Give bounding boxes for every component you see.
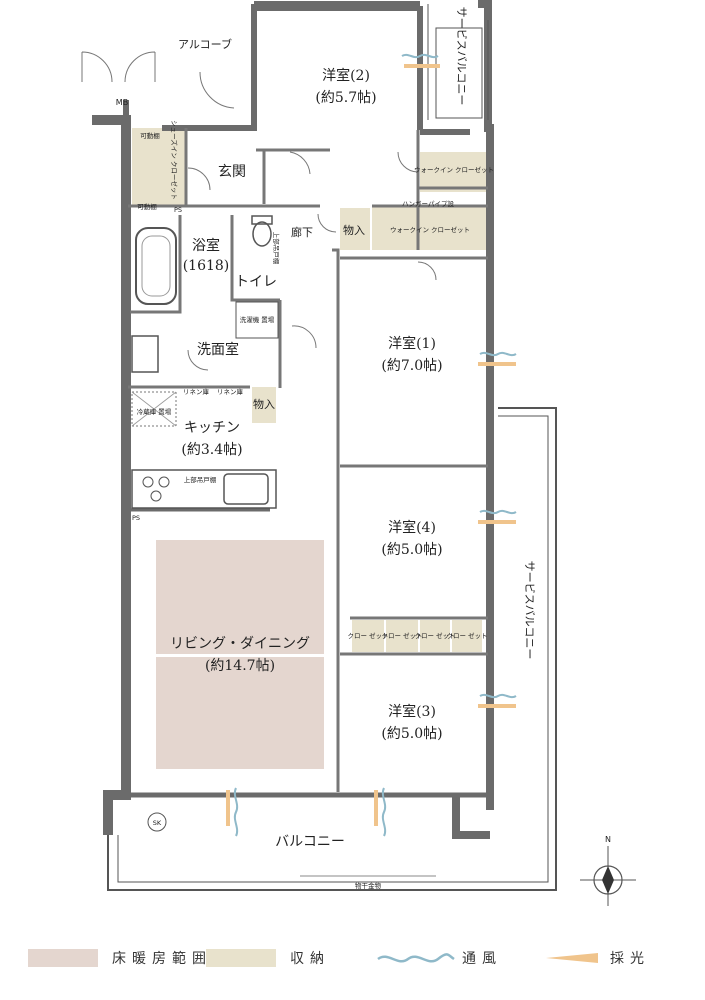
floor-heating-label: 床暖房範囲	[112, 951, 212, 967]
washer-label: 洗濯機 置場	[240, 315, 275, 324]
legend-storage: 収納	[206, 948, 330, 968]
living-size: (約14.7帖)	[205, 658, 275, 674]
floor-plan: SK N アルコーブ MB 洋室(2) (約5.7帖) 玄関 シューズイン クロ…	[81, 0, 636, 906]
western2-label: 洋室(2)	[322, 67, 370, 84]
entrance-label: 玄関	[218, 163, 246, 180]
balcony-outline	[107, 4, 557, 891]
shoe-closet-label: シューズイン クローゼット	[170, 120, 179, 200]
toilet-bowl	[252, 221, 272, 247]
door-swings	[81, 51, 437, 371]
ventilation-mark	[233, 787, 239, 837]
hanger-pipe-label: ハンガーパイプ設	[402, 199, 454, 208]
lighting-swatch	[546, 953, 598, 963]
clothes-hanger-label: 物干金物	[355, 881, 382, 890]
western1-label: 洋室(1)	[388, 335, 436, 352]
washroom-label: 洗面室	[197, 341, 239, 358]
linen-label-2: リネン庫	[217, 387, 244, 396]
lighting-legend-label: 採光	[610, 951, 650, 967]
north-label: N	[605, 835, 611, 844]
legend-floor-heating: 床暖房範囲	[28, 948, 212, 968]
wic1-label: ウォークイン クローゼット	[414, 165, 494, 174]
service-balcony-right-label: サービスバルコニー	[523, 561, 536, 660]
linen-label-1: リネン庫	[183, 387, 210, 396]
corridor-label: 廊下	[291, 225, 313, 239]
floor-heating-swatch	[28, 949, 98, 967]
storage-legend-label: 収納	[290, 951, 330, 967]
legend: 床暖房範囲 収納 通風 採光	[0, 940, 705, 976]
legend-lighting: 採光	[544, 948, 650, 968]
compass: N	[580, 835, 636, 906]
ps-label-2: PS	[132, 514, 140, 522]
ps-label: PS	[174, 206, 182, 214]
ventilation-mark	[401, 53, 439, 59]
bath-label: 浴室	[192, 237, 220, 254]
kitchen-size: (約3.4帖)	[181, 442, 242, 458]
floor-heating-area	[156, 540, 324, 654]
storage-fills	[132, 128, 488, 652]
sk-mark	[147, 812, 167, 832]
living-label: リビング・ダイニング	[170, 636, 310, 652]
sk-label: SK	[153, 819, 162, 827]
lighting-marks	[226, 64, 516, 826]
western4-size: (約5.0帖)	[381, 542, 442, 558]
balcony-label: バルコニー	[275, 834, 345, 850]
closet-label-4: クロー ゼット	[446, 631, 487, 640]
fridge-label: 冷蔵庫 置場	[137, 407, 172, 416]
ventilation-swatch	[377, 953, 455, 963]
bathtub	[135, 227, 177, 305]
western4-label: 洋室(4)	[388, 519, 436, 536]
kitchen-label: キッチン	[184, 420, 240, 436]
movable-shelf-label: 可動棚	[140, 131, 160, 140]
bath-size: (1618)	[183, 258, 230, 274]
closet-label-1: クロー ゼット	[347, 631, 388, 640]
washer-space	[235, 301, 279, 339]
toilet-label: トイレ	[235, 274, 277, 290]
storage-label-2: 物入	[253, 397, 275, 411]
floor-heating-area	[156, 657, 324, 769]
ventilation-mark	[381, 787, 387, 837]
ventilation-legend-label: 通風	[462, 951, 502, 967]
alcove-label: アルコーブ	[178, 37, 232, 51]
legend-ventilation: 通風	[376, 948, 502, 968]
western1-size: (約7.0帖)	[381, 358, 442, 374]
storage-label: 物入	[343, 223, 365, 237]
western3-label: 洋室(3)	[388, 703, 436, 720]
upper-cabinet-label: 上部吊戸棚	[272, 232, 281, 265]
interior-walls	[128, 128, 488, 792]
closet-label-2: クロー ゼット	[381, 631, 422, 640]
service-balcony-top-label: サービスバルコニー	[455, 7, 468, 106]
wash-basin	[131, 335, 159, 373]
storage-swatch	[206, 949, 276, 967]
movable-shelf-label-2: 可動棚	[137, 202, 157, 211]
kitchen-counter	[131, 469, 277, 509]
walls	[92, 0, 494, 839]
ventilation-mark	[479, 509, 517, 515]
western3-size: (約5.0帖)	[381, 726, 442, 742]
fridge-space	[131, 391, 177, 427]
closet-label-3: クロー ゼット	[414, 631, 455, 640]
wic2-label: ウォークイン クローゼット	[390, 225, 470, 234]
upper-cabinet-label-2: 上部吊戸棚	[184, 475, 217, 484]
western2-size: (約5.7帖)	[315, 90, 376, 106]
mb-label: MB	[116, 98, 128, 107]
kitchen-sink	[223, 473, 269, 505]
ventilation-mark	[479, 351, 517, 357]
ventilation-mark	[479, 693, 517, 699]
